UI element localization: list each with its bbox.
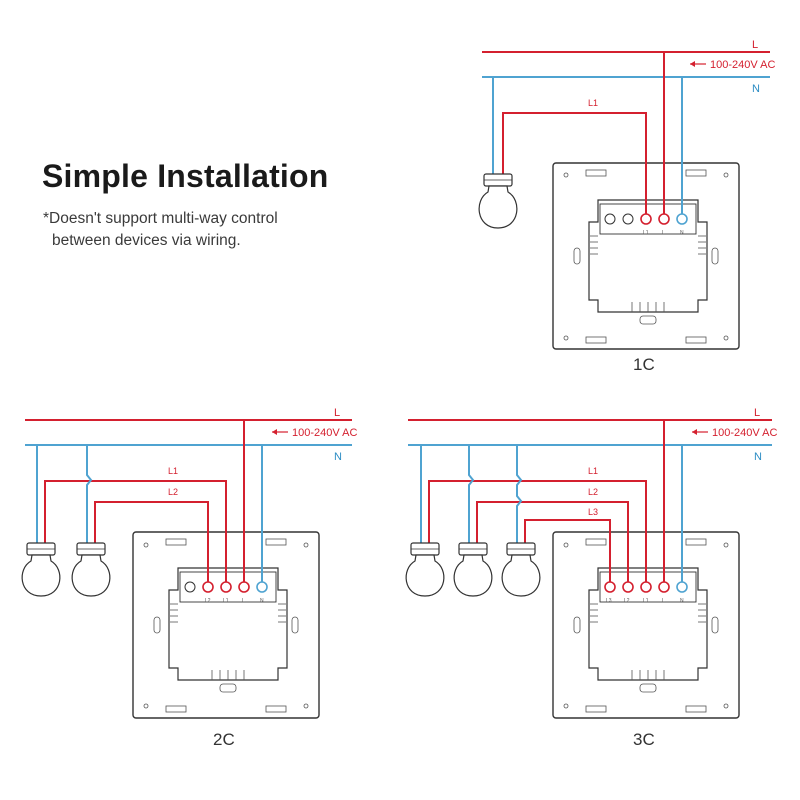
neutral-label: N xyxy=(752,83,760,95)
load-label: L1 xyxy=(168,466,178,476)
page-title: Simple Installation xyxy=(42,158,329,194)
terminal-block xyxy=(604,581,688,593)
switch-module xyxy=(588,567,708,681)
diagram-caption: 2C xyxy=(213,730,235,749)
supply-arrow-head xyxy=(272,429,277,435)
load-label: L1 xyxy=(588,466,598,476)
supply-label: 100-240V AC xyxy=(712,427,777,439)
live-label: L xyxy=(334,407,340,419)
terminal-label: L xyxy=(662,598,665,604)
load-wire-l1 xyxy=(428,480,647,582)
supply-label: 100-240V AC xyxy=(710,59,775,71)
terminal-label: N xyxy=(680,230,684,236)
lamp-icon xyxy=(478,173,518,229)
supply-arrow-head xyxy=(692,429,697,435)
supply-arrow-head xyxy=(690,61,695,67)
terminal-label: L1 xyxy=(643,598,649,604)
lamp-icon xyxy=(71,542,111,597)
live-label: L xyxy=(754,407,760,419)
load-wire-l1 xyxy=(44,480,227,582)
terminal-label: L1 xyxy=(643,230,649,236)
terminal-label: N xyxy=(680,598,684,604)
diagram-caption: 3C xyxy=(633,730,655,749)
diagram-3c: L N 100-240V AC L3 L2 L xyxy=(405,407,777,749)
lamp-icon xyxy=(453,542,493,597)
diagram-1c: L N 100-240V AC xyxy=(478,39,775,374)
load-wire-l2 xyxy=(476,501,629,582)
lamp-neutral-wire xyxy=(468,445,475,545)
load-label: L3 xyxy=(588,507,598,517)
terminal-label: L xyxy=(662,230,665,236)
switch-module xyxy=(588,199,708,313)
load-wire-l2 xyxy=(94,501,209,582)
neutral-label: N xyxy=(754,451,762,463)
note-line-2: between devices via wiring. xyxy=(52,232,241,249)
terminal-label: N xyxy=(260,598,264,604)
load-label: L2 xyxy=(588,487,598,497)
installation-note: *Doesn't support multi-way control betwe… xyxy=(43,208,363,252)
switch-module xyxy=(168,567,288,681)
lamp-neutral-wire xyxy=(516,445,523,545)
terminal-label: L2 xyxy=(205,598,211,604)
terminal-label: L xyxy=(242,598,245,604)
load-wire-l1 xyxy=(502,112,647,214)
lamp-icon xyxy=(21,542,61,597)
supply-label: 100-240V AC xyxy=(292,427,357,439)
terminal-label: L2 xyxy=(624,598,630,604)
terminal-block xyxy=(604,213,688,225)
neutral-label: N xyxy=(334,451,342,463)
load-label: L1 xyxy=(588,98,598,108)
lamp-neutral-wire xyxy=(86,445,93,545)
diagram-2c: L N 100-240V AC L2 L1 L xyxy=(21,407,357,749)
lamp-icon xyxy=(501,542,541,597)
terminal-label: L3 xyxy=(606,598,612,604)
lamp-icon xyxy=(405,542,445,597)
load-wire-l3 xyxy=(524,519,611,582)
load-label: L2 xyxy=(168,487,178,497)
terminal-label: L1 xyxy=(223,598,229,604)
note-line-1: *Doesn't support multi-way control xyxy=(43,210,278,227)
live-label: L xyxy=(752,39,758,51)
diagram-caption: 1C xyxy=(633,355,655,374)
